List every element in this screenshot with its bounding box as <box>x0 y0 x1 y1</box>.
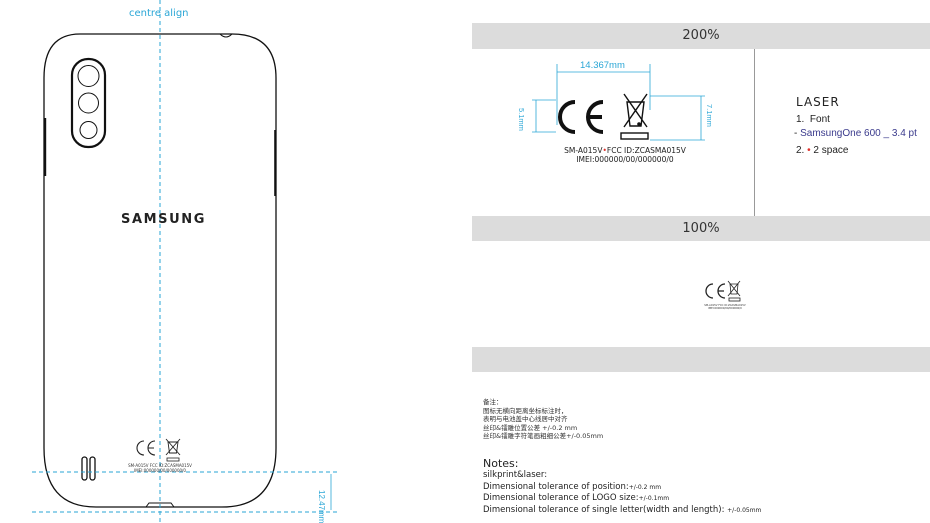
dim-width-label: 14.367mm <box>580 60 625 71</box>
phone-body-outline <box>43 33 277 508</box>
top-notch <box>219 33 233 38</box>
laser-spec: LASER 1. Font - SamsungOne 600 _ 3.4 pt … <box>794 95 926 156</box>
scale-200-label: 200% <box>682 28 720 43</box>
red-dot-icon: • <box>807 145 811 156</box>
weee-mark-100 <box>727 280 741 302</box>
scale-100-marking: SM-A015V FCC ID:ZCASMA015V IMEI:000000/0… <box>700 280 750 320</box>
laser-title: LASER <box>796 95 840 109</box>
notes-en-title: Notes: <box>483 457 519 470</box>
ce-mark-small <box>136 440 156 456</box>
weee-mark-small <box>165 438 181 462</box>
marking-line1: SM-A015V FCC ID:ZCASMA015V <box>128 463 192 468</box>
marking-text-small: SM-A015V FCC ID:ZCASMA015V IMEI:000000/0… <box>120 463 200 473</box>
notes-cn-line: 表明与电池盖中心线居中对齐 <box>483 415 568 423</box>
notes-en-subtitle: silkprint&laser: <box>483 470 548 480</box>
speaker-slot-1 <box>81 456 88 481</box>
dim-ce-height-label: 5.1mm <box>517 108 526 131</box>
marking-text-100: SM-A015V FCC ID:ZCASMA015V IMEI:000000/0… <box>695 304 755 310</box>
notes-cn-line: 丝印&镭雕字符笔画粗细公差+/-0.05mm <box>483 432 604 440</box>
marking-line1-100: SM-A015V FCC ID:ZCASMA015V <box>704 304 746 307</box>
marking-line2-100: IMEI:000000/00/000000/0 <box>708 307 742 311</box>
marking-line2-200: IMEI:000000/00/000000/0 <box>576 155 674 164</box>
marking-line2: IMEI:000000/00/000000/0 <box>134 467 186 473</box>
notes-cn-line: 丝印&镭雕位置公差 +/-0.2 mm <box>483 423 578 432</box>
camera-lens-3 <box>79 121 98 139</box>
bottom-dimension-label: 12.47mm <box>317 490 326 523</box>
scale-200-svg <box>532 64 705 141</box>
vertical-divider <box>754 49 755 216</box>
notes-cn-title: 备注： <box>483 398 503 406</box>
scale-200-header: 200% <box>472 23 930 49</box>
notes-en-line: Dimensional tolerance of position:+/-0.2… <box>483 481 662 492</box>
ce-mark-100 <box>705 283 726 299</box>
phone-back-drawing: centre align SAMSUNG SM-A015V FCC ID:ZCA… <box>0 0 360 523</box>
marking-line1-200: SM-A015V•FCC ID:ZCASMA015V <box>564 146 686 155</box>
usb-notch <box>145 502 175 508</box>
ce-mark-large <box>558 100 604 134</box>
weee-mark-large <box>620 93 649 140</box>
laser-item-space: 2. • 2 space <box>796 145 849 156</box>
blank-band <box>472 347 930 372</box>
notes-chinese: 备注： 图标无横向距离坐标标注时， 表明与电池盖中心线居中对齐 丝印&镭雕位置公… <box>483 398 603 441</box>
notes-en-line: Dimensional tolerance of LOGO size:+/-0.… <box>483 493 670 503</box>
scale-100-header: 100% <box>472 216 930 241</box>
scale-200-marking: 14.367mm 5.1mm 7.1mm SM-A015V•FCC ID:ZCA… <box>517 50 750 165</box>
speaker-slot-2 <box>89 456 96 481</box>
camera-module <box>70 57 107 149</box>
dim-weee-height-label: 7.1mm <box>705 104 714 127</box>
centre-align-label: centre align <box>129 8 189 19</box>
brand-logo: SAMSUNG <box>121 212 207 227</box>
scale-100-label: 100% <box>682 221 720 236</box>
camera-lens-1 <box>77 65 100 87</box>
phone-outline-svg <box>32 0 340 523</box>
laser-font-spec: - SamsungOne 600 _ 3.4 pt <box>794 128 917 139</box>
scale-100-svg <box>705 280 741 302</box>
notes-cn-line: 图标无横向距离坐标标注时， <box>483 406 568 415</box>
laser-item-font: 1. Font <box>796 114 830 125</box>
camera-lens-2 <box>78 92 99 114</box>
notes-english: Notes: silkprint&laser: Dimensional tole… <box>483 457 761 516</box>
marking-text-200: SM-A015V•FCC ID:ZCASMA015V IMEI:000000/0… <box>540 146 710 164</box>
notes-en-line: Dimensional tolerance of single letter(w… <box>483 504 762 515</box>
space-dot: • <box>602 146 607 155</box>
